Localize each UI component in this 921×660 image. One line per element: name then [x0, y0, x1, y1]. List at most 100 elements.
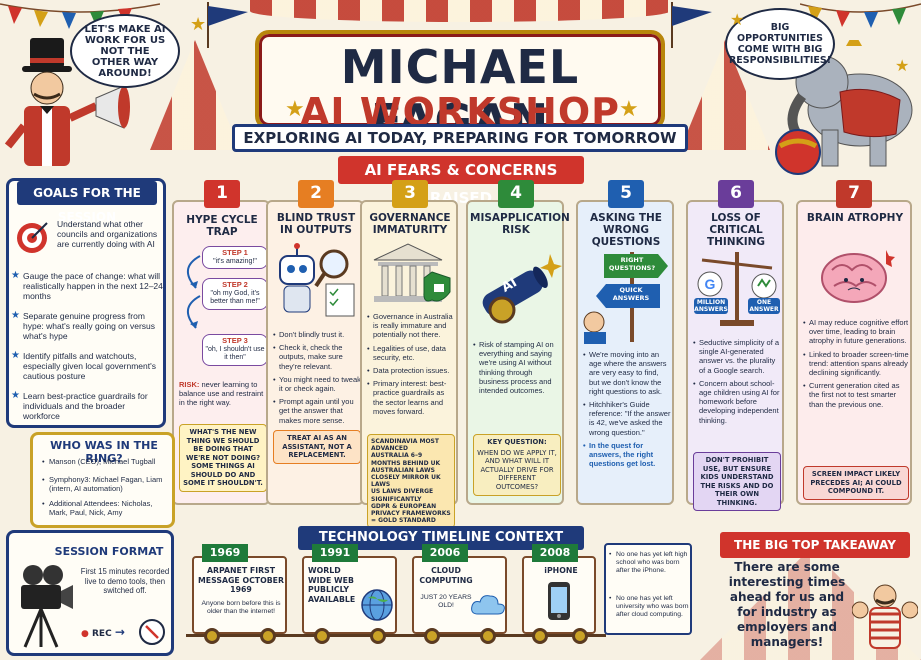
wheel-icon — [424, 628, 440, 644]
column-bullets: Risk of stamping AI on everything and sa… — [473, 340, 561, 399]
wagon-year: 1991 — [312, 544, 358, 562]
column-title: BRAIN ATROPHY — [806, 212, 904, 224]
wagon-text: CLOUD COMPUTING — [419, 566, 473, 585]
timeline-wagon-1991: 1991 WORLD WIDE WEB PUBLICLY AVAILABLE — [302, 544, 397, 644]
column-title: MISAPPLICATION RISK — [470, 212, 570, 236]
scale-label-right: ONE ANSWER — [749, 299, 779, 313]
concern-column-6: 6 LOSS OF CRITICAL THINKING G MILLION AN… — [686, 180, 784, 511]
governance-facts: SCANDINAVIA MOST ADVANCED AUSTRALIA 6–9 … — [367, 434, 455, 529]
star-icon: ★ — [11, 310, 20, 321]
concern-column-1: 1 HYPE CYCLE TRAP STEP 1"it's amazing!" … — [172, 180, 270, 505]
target-icon — [17, 222, 48, 253]
concern-column-4: 4 MISAPPLICATION RISK AI Risk of stampin… — [466, 180, 570, 505]
concern-column-3: 3 GOVERNANCE IMMATURITY Governance in Au… — [360, 180, 458, 529]
column-note: WHAT'S THE NEW THING WE SHOULD BE DOING … — [179, 424, 267, 492]
star-icon: ★ — [619, 96, 639, 121]
wheel-icon — [480, 628, 496, 644]
key-question-note: KEY QUESTION: WHEN DO WE APPLY IT, AND W… — [473, 434, 561, 496]
risk-text: RISK: never learning to balance use and … — [179, 380, 264, 408]
takeaway-text: There are some interesting times ahead f… — [728, 560, 846, 649]
timeline-wagon-2006: 2006 CLOUD COMPUTING JUST 20 YEARS OLD! — [412, 544, 507, 644]
timeline-notes: No one has yet left high school who was … — [604, 543, 692, 635]
page-title: MICHAEL FAGAN — [340, 40, 580, 148]
star-icon: ★ — [11, 350, 20, 361]
strongman-icon — [852, 584, 918, 649]
column-bullets: Seductive simplicity of a single AI-gene… — [693, 338, 781, 429]
cycle-arrows-icon — [187, 255, 201, 329]
goal-item: ★Learn best-practice guardrails for indi… — [11, 390, 148, 422]
ringmaster-speech-bubble: LET'S MAKE AI WORK FOR US NOT THE OTHER … — [70, 14, 180, 88]
power-switch-icon — [139, 619, 165, 645]
column-title: HYPE CYCLE TRAP — [186, 214, 258, 238]
goals-panel: GOALS FOR THE SESSION Understand what ot… — [6, 178, 166, 428]
svg-text:G: G — [705, 276, 716, 292]
goal-item: Understand what other councils and organ… — [57, 219, 158, 249]
title-board: MICHAEL FAGAN AI WORKSHOP ★ ★ — [255, 30, 665, 148]
fears-ribbon: AI FEARS & CONCERNS RAISED — [338, 156, 584, 207]
record-dot-icon: ● — [81, 629, 89, 639]
attendee-item: Manson (CEO), Michael Tugball — [42, 457, 173, 466]
column-title: GOVERNANCE IMMATURITY — [369, 212, 451, 236]
star-icon: ★ — [11, 390, 20, 401]
elephant-speech-bubble: BIG OPPORTUNITIES COME WITH BIG RESPONSI… — [725, 8, 835, 80]
timeline-track-icon — [186, 634, 606, 637]
cannon-icon — [482, 254, 562, 324]
robot-magnifier-icon — [279, 243, 355, 317]
star-icon: ★ — [730, 12, 745, 29]
wheel-icon — [370, 628, 386, 644]
hype-step-3: STEP 3"oh, I shouldn't use it then" — [202, 334, 268, 366]
wagon-text: WORLD WIDE WEB PUBLICLY AVAILABLE — [308, 566, 356, 604]
arrow-right-icon: → — [114, 625, 125, 639]
wheel-icon — [532, 628, 548, 644]
column-note: TREAT AI AS AN ASSISTANT, NOT A REPLACEM… — [273, 430, 361, 464]
column-title: LOSS OF CRITICAL THINKING — [706, 212, 766, 248]
signpost-thinker-icon — [583, 252, 668, 344]
column-number: 4 — [498, 180, 534, 208]
column-number: 3 — [392, 180, 428, 208]
bunting-right-icon — [800, 3, 921, 28]
star-icon: ★ — [11, 270, 20, 281]
column-title: ASKING THE WRONG QUESTIONS — [590, 212, 662, 248]
goal-item: ★Gauge the pace of change: what will rea… — [11, 270, 163, 302]
concern-column-5: 5 ASKING THE WRONG QUESTIONS RIGHT QUEST… — [576, 180, 674, 505]
scale-label-left: MILLION ANSWERS — [694, 299, 728, 313]
goal-item: ★Separate genuine progress from hype: wh… — [11, 310, 156, 342]
balance-scale-icon: G — [694, 252, 780, 326]
column-number: 1 — [204, 180, 240, 208]
sign-quick-answers: QUICK ANSWERS — [612, 286, 650, 302]
star-icon: ★ — [190, 14, 207, 34]
column-bullets: AI may reduce cognitive effort over time… — [803, 318, 909, 413]
rec-indicator: ● REC → — [81, 625, 125, 639]
goal-item: ★Identify pitfalls and watchouts, especi… — [11, 350, 156, 382]
wheel-icon — [572, 628, 588, 644]
column-number: 2 — [298, 180, 334, 208]
timeline-wagon-1969: 1969 ARPANET FIRST MESSAGE OCTOBER 1969 … — [192, 544, 287, 644]
star-icon: ★ — [285, 96, 305, 121]
concern-column-2: 2 BLIND TRUST IN OUTPUTS Don't blindly t… — [266, 180, 364, 505]
column-note: SCREEN IMPACT LIKELY PRECEDES AI; AI COU… — [803, 466, 909, 500]
goals-title: GOALS FOR THE SESSION — [17, 181, 157, 224]
brain-icon — [821, 250, 895, 303]
globe-icon — [361, 589, 393, 621]
wheel-icon — [260, 628, 276, 644]
wagon-text: ARPANET FIRST MESSAGE OCTOBER 1969 — [198, 566, 285, 594]
government-building-icon — [373, 243, 451, 302]
hype-step-1: STEP 1"it's amazing!" — [202, 246, 268, 269]
column-number: 5 — [608, 180, 644, 208]
column-bullets: Governance in Australia is really immatu… — [367, 312, 455, 420]
column-number: 6 — [718, 180, 754, 208]
column-number: 7 — [836, 180, 872, 208]
smartphone-icon — [548, 582, 570, 620]
flag-left-icon — [207, 2, 248, 48]
flag-right-icon — [671, 2, 712, 48]
session-text: First 15 minutes recorded live to demo t… — [80, 567, 170, 595]
column-bullets: Don't blindly trust it. Check it, check … — [273, 330, 361, 429]
wagon-subtext: JUST 20 YEARS OLD! — [420, 594, 472, 609]
column-title: BLIND TRUST IN OUTPUTS — [276, 212, 356, 236]
wagon-year: 2008 — [532, 544, 578, 562]
timeline-note: No one has yet left university who was b… — [609, 595, 692, 619]
timeline-wagon-2008: 2008 iPHONE — [522, 544, 596, 644]
attendee-item: Symphony3: Michael Fagan, Liam (intern, … — [42, 475, 173, 493]
takeaway-title: THE BIG TOP TAKEAWAY — [720, 532, 910, 558]
ringmaster-illustration-icon — [4, 38, 130, 166]
